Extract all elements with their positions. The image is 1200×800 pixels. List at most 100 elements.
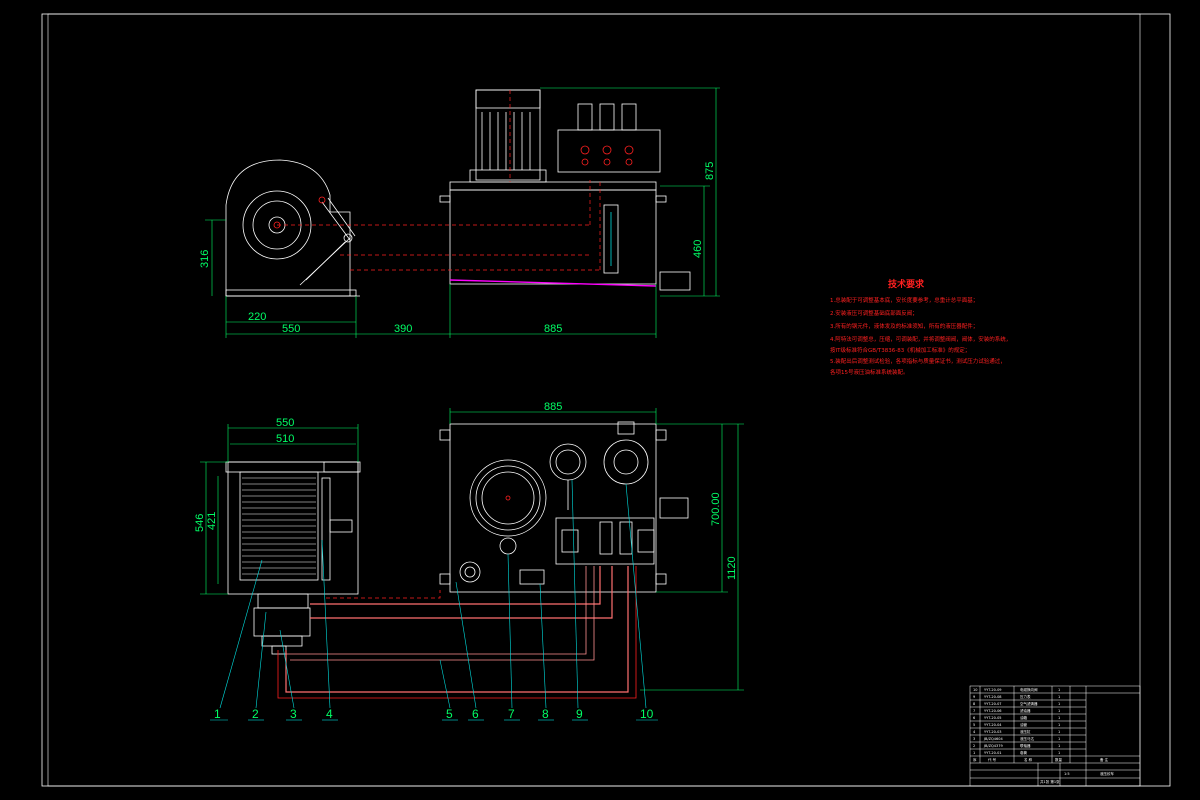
front-dimensions [205, 87, 720, 338]
top-dimensions [200, 408, 744, 691]
tb-row-7-code: YYT-20-06 [984, 709, 1002, 713]
tb-row-9-qty: 1 [1058, 695, 1060, 699]
tech-note-line-5: 按IT级标准符合GB/T3836-83《机械加工标准》的规定； [830, 346, 970, 354]
valve-block [557, 129, 661, 173]
tb-row-6-name: 油箱 [1020, 715, 1028, 720]
drum-circle-outer [242, 190, 312, 260]
part-labels: 1 2 3 4 5 6 7 8 9 10 [214, 707, 654, 721]
tech-note-line-3: 3.所有的钢元件，液体发及的标准须知，所有的液压器配件； [830, 322, 978, 330]
tech-note-line-6: 5.装配出后调整测试检验，各项指标与质量保证书，测试压力试验通过， [830, 357, 1006, 365]
tb-row-9-code: YYT-20-08 [984, 695, 1002, 699]
tb-row-6-code: YYT-20-05 [984, 716, 1002, 720]
dim-top-546: 546 [194, 514, 206, 532]
tb-row-1-qty: 1 [1058, 751, 1060, 755]
dim-top-700: 700.00 [710, 492, 722, 526]
part-label-10: 10 [640, 707, 654, 721]
tb-row-7-qty: 1 [1058, 709, 1060, 713]
filter-circle-outer [469, 459, 547, 537]
dim-front-460: 460 [692, 240, 704, 258]
tb-row-7-name: 滤油器 [1020, 708, 1031, 713]
tech-note-line-1: 1.总装配于可调整基本底，安长度要参考，总重计总平面基； [830, 296, 978, 304]
tb-row-5-code: YYT-20-04 [984, 723, 1002, 727]
top-valve-bank [555, 517, 655, 565]
tb-row-10-code: YYT-20-09 [984, 688, 1002, 692]
hydraulic-motor [257, 593, 309, 609]
tb-row-2: 2 [973, 744, 975, 748]
pressure-gauge [549, 443, 587, 481]
part-label-2: 2 [252, 707, 259, 721]
tb-row-3: 3 [973, 737, 975, 741]
tb-row-5: 5 [973, 723, 975, 727]
tb-drawing-name: 液压绞车 [1100, 771, 1115, 776]
part-label-5: 5 [446, 707, 453, 721]
tb-row-1: 1 [973, 751, 975, 755]
tb-row-4-qty: 1 [1058, 730, 1060, 734]
front-view [225, 89, 691, 297]
part-label-8: 8 [542, 707, 549, 721]
tb-row-2-name: 联轴器 [1020, 743, 1031, 748]
tb-sheet: 共1张 第1张 [1040, 779, 1060, 784]
tb-row-5-name: 油管 [1020, 722, 1028, 727]
top-tank [449, 423, 657, 593]
tech-notes-title: 技术要求 [888, 278, 925, 290]
dim-front-390: 390 [394, 323, 412, 335]
tb-row-3-qty: 1 [1058, 737, 1060, 741]
tb-row-9: 9 [973, 695, 975, 699]
dim-front-550: 550 [282, 323, 300, 335]
tb-row-1-name: 卷筒 [1020, 750, 1028, 755]
tb-header-name: 名 称 [1024, 757, 1033, 762]
sheet-border-inner [47, 13, 1141, 787]
tb-row-4-name: 液压缸 [1020, 729, 1031, 734]
part-label-4: 4 [326, 707, 333, 721]
dim-top-1120: 1120 [726, 556, 738, 580]
tb-row-8-qty: 1 [1058, 702, 1060, 706]
air-breather [603, 439, 649, 485]
top-pipes [277, 566, 637, 699]
tb-header-code: 代 号 [988, 757, 997, 762]
top-view [225, 421, 689, 655]
drum-housing [225, 159, 351, 297]
tb-row-9-name: 压力表 [1020, 694, 1031, 699]
dim-front-885: 885 [544, 323, 562, 335]
electric-motor [475, 89, 541, 181]
part-label-3: 3 [290, 707, 297, 721]
dim-front-875: 875 [704, 162, 716, 180]
tb-row-1-code: YYT-20-01 [984, 751, 1002, 755]
tb-row-4: 4 [973, 730, 976, 734]
tech-note-line-2: 2.安装液压可调整基础底部面反阀； [830, 309, 918, 317]
level-gauge [603, 204, 619, 274]
title-block-rows: 10 YYT-20-09 电磁换向阀 1 9 YYT-20-08 压力表 1 8… [973, 687, 1115, 784]
title-block [969, 685, 1141, 787]
part-label-7: 7 [508, 707, 515, 721]
tb-row-3-code: JB/ZQ4604 [983, 737, 1003, 741]
drum-coil [239, 471, 319, 581]
front-hidden-lines [277, 90, 601, 271]
dim-top-421: 421 [206, 512, 218, 530]
tech-note-line-7: 各项15号液压油标准系统装配。 [830, 368, 909, 376]
dim-front-316: 316 [199, 250, 211, 268]
tb-row-8-name: 空气滤清器 [1020, 701, 1038, 706]
tb-row-6-qty: 1 [1058, 716, 1060, 720]
tb-row-7: 7 [973, 709, 975, 713]
tb-row-5-qty: 1 [1058, 723, 1060, 727]
dim-front-220: 220 [248, 311, 266, 323]
tb-header-remark: 备 注 [1100, 757, 1109, 762]
tb-row-2-code: JB/ZQ4379 [983, 744, 1003, 748]
tb-header-qty: 数量 [1055, 757, 1063, 762]
top-pipes-secondary [286, 566, 595, 661]
tb-header-no: 序 [973, 757, 977, 762]
tb-row-10-name: 电磁换向阀 [1020, 687, 1038, 692]
tb-row-3-name: 液压马达 [1020, 736, 1035, 741]
tb-row-6: 6 [973, 716, 975, 720]
dim-top-550: 550 [276, 417, 294, 429]
tb-row-10-qty: 1 [1058, 688, 1060, 692]
tech-note-line-4: 4.阿特法可调整总，压缩，可调装配，并将调整阀阀，阀体，安装的系统， [830, 335, 1011, 343]
tb-row-2-qty: 1 [1058, 744, 1060, 748]
part-label-6: 6 [472, 707, 479, 721]
tb-row-4-code: YYT-20-03 [984, 730, 1002, 734]
technical-notes: 技术要求 1.总装配于可调整基本底，安长度要参考，总重计总平面基； 2.安装液压… [830, 278, 1011, 376]
part-label-9: 9 [576, 707, 583, 721]
tb-row-8-code: YYT-20-07 [984, 702, 1002, 706]
dim-top-510: 510 [276, 433, 294, 445]
